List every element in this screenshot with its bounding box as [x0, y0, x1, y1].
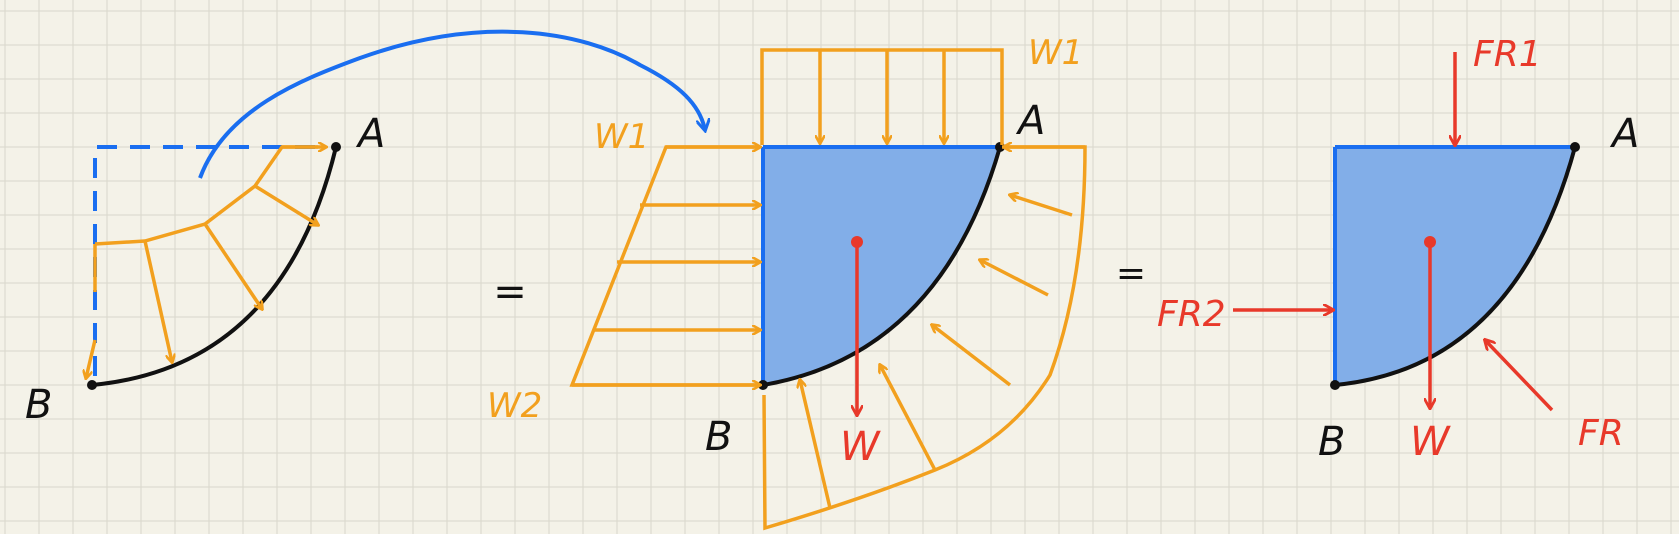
fluid-region-2	[763, 147, 1000, 385]
point-a-dot-3	[1570, 142, 1580, 152]
transfer-arrow	[198, 29, 705, 179]
label-a-2: A	[1015, 98, 1045, 144]
pressure-arrows-1	[86, 147, 326, 378]
label-w1-top: W1	[1028, 33, 1083, 73]
left-trapezoid-load	[569, 147, 760, 385]
label-fr2: FR2	[1157, 294, 1226, 335]
label-b-1: B	[25, 382, 52, 428]
equals-sign-2: =	[1116, 253, 1146, 294]
point-b-dot	[87, 380, 97, 390]
label-b-3: B	[1318, 419, 1345, 465]
label-w2: W2	[487, 386, 542, 426]
label-fr: FR	[1578, 413, 1624, 454]
label-b-2: B	[705, 414, 732, 460]
label-a-1: A	[355, 111, 385, 157]
panel-original-surface: A B	[25, 111, 385, 428]
point-b-dot-3	[1330, 380, 1340, 390]
fluid-region-3	[1335, 147, 1575, 385]
label-fr1: FR1	[1473, 34, 1542, 75]
label-w1-left: W1	[594, 117, 649, 157]
curved-surface-2	[762, 146, 1002, 387]
top-uniform-load	[760, 48, 1004, 145]
equals-sign-1: =	[493, 269, 527, 315]
panel-decomposed-pressure: A B W1 W1 W2 W	[487, 33, 1087, 531]
curved-surface-3	[1334, 146, 1577, 387]
label-weight-2: W	[840, 424, 881, 470]
dashed-projection	[93, 145, 315, 380]
curved-surface-1	[91, 146, 338, 387]
curved-pressure-load	[762, 147, 1087, 531]
panel-resultant-forces: A B FR1 FR2 FR W	[1157, 34, 1639, 465]
centroid-dot-3	[1424, 236, 1436, 248]
force-fr-arrow	[1485, 340, 1554, 412]
label-weight-3: W	[1410, 419, 1451, 465]
label-a-3: A	[1609, 111, 1639, 157]
point-a-dot	[331, 142, 341, 152]
